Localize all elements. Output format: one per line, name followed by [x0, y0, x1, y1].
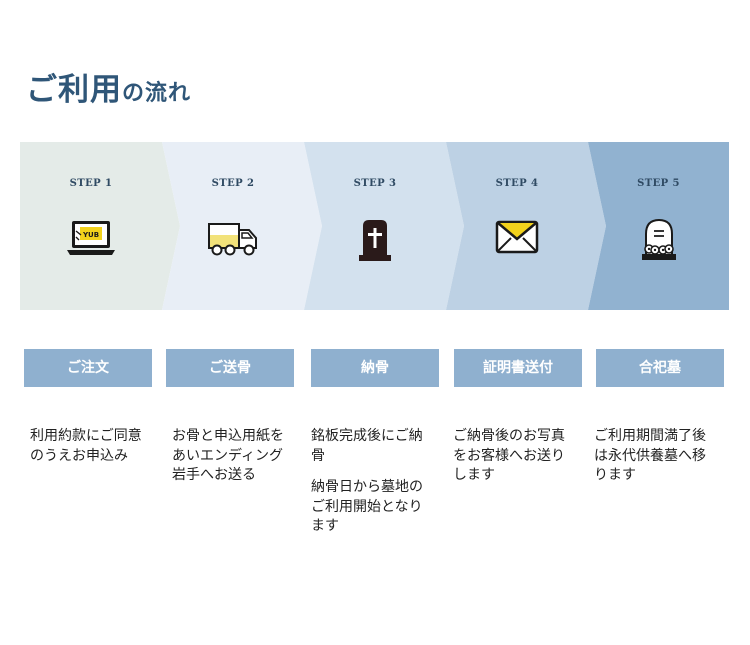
laptop-icon: YUB: [20, 216, 162, 266]
step-1-tag: ご注文: [24, 349, 152, 387]
step-1: STEP 1 YUB: [20, 142, 162, 310]
step-4-label: STEP 4: [495, 178, 539, 189]
truck-icon: [162, 216, 304, 266]
page-title: ご利用の流れ: [26, 64, 191, 109]
step-2-label: STEP 2: [211, 178, 255, 189]
step-2-band: [162, 142, 322, 310]
step-4: STEP 4: [446, 142, 588, 310]
envelope-icon: [446, 216, 588, 266]
step-2-description: お骨と申込用紙をあいエンディング岩手へお送る: [172, 427, 294, 498]
step-5: STEP 5: [588, 142, 729, 310]
step-2-tag: ご送骨: [166, 349, 294, 387]
step-1-description-text: 利用約款にご同意のうえお申込み: [30, 428, 142, 464]
laptop-screen-text: YUB: [82, 231, 99, 239]
page-title-sub: の流れ: [122, 81, 192, 106]
step-3: STEP 3: [304, 142, 446, 310]
step-4-tag: 証明書送付: [454, 349, 582, 387]
step-3-description-text-1: 銘板完成後にご納骨: [311, 428, 423, 464]
step-3-label: STEP 3: [353, 178, 397, 189]
tombstone-flowers-icon: [588, 216, 729, 266]
step-3-description-text-2: 納骨日から墓地のご利用開始となります: [311, 479, 423, 534]
step-1-description: 利用約款にご同意のうえお申込み: [30, 427, 152, 478]
step-flow: STEP 1 YUB STEP 2: [20, 142, 729, 310]
step-2: STEP 2: [162, 142, 304, 310]
step-3-description: 銘板完成後にご納骨 納骨日から墓地のご利用開始となります: [311, 427, 427, 549]
step-2-description-text: お骨と申込用紙をあいエンディング岩手へお送る: [172, 428, 284, 483]
step-3-tag: 納骨: [311, 349, 439, 387]
grave-cross-icon: [304, 216, 446, 266]
step-4-description: ご納骨後のお写真をお客様へお送りします: [453, 427, 575, 498]
step-5-description-text: ご利用期間満了後は永代供養墓へ移ります: [594, 428, 706, 483]
step-5-description: ご利用期間満了後は永代供養墓へ移ります: [594, 427, 716, 498]
page-title-main: ご利用: [26, 72, 122, 108]
step-5-label: STEP 5: [637, 178, 680, 189]
step-1-label: STEP 1: [69, 178, 113, 189]
step-5-tag: 合祀墓: [596, 349, 724, 387]
step-4-description-text: ご納骨後のお写真をお客様へお送りします: [453, 428, 565, 483]
